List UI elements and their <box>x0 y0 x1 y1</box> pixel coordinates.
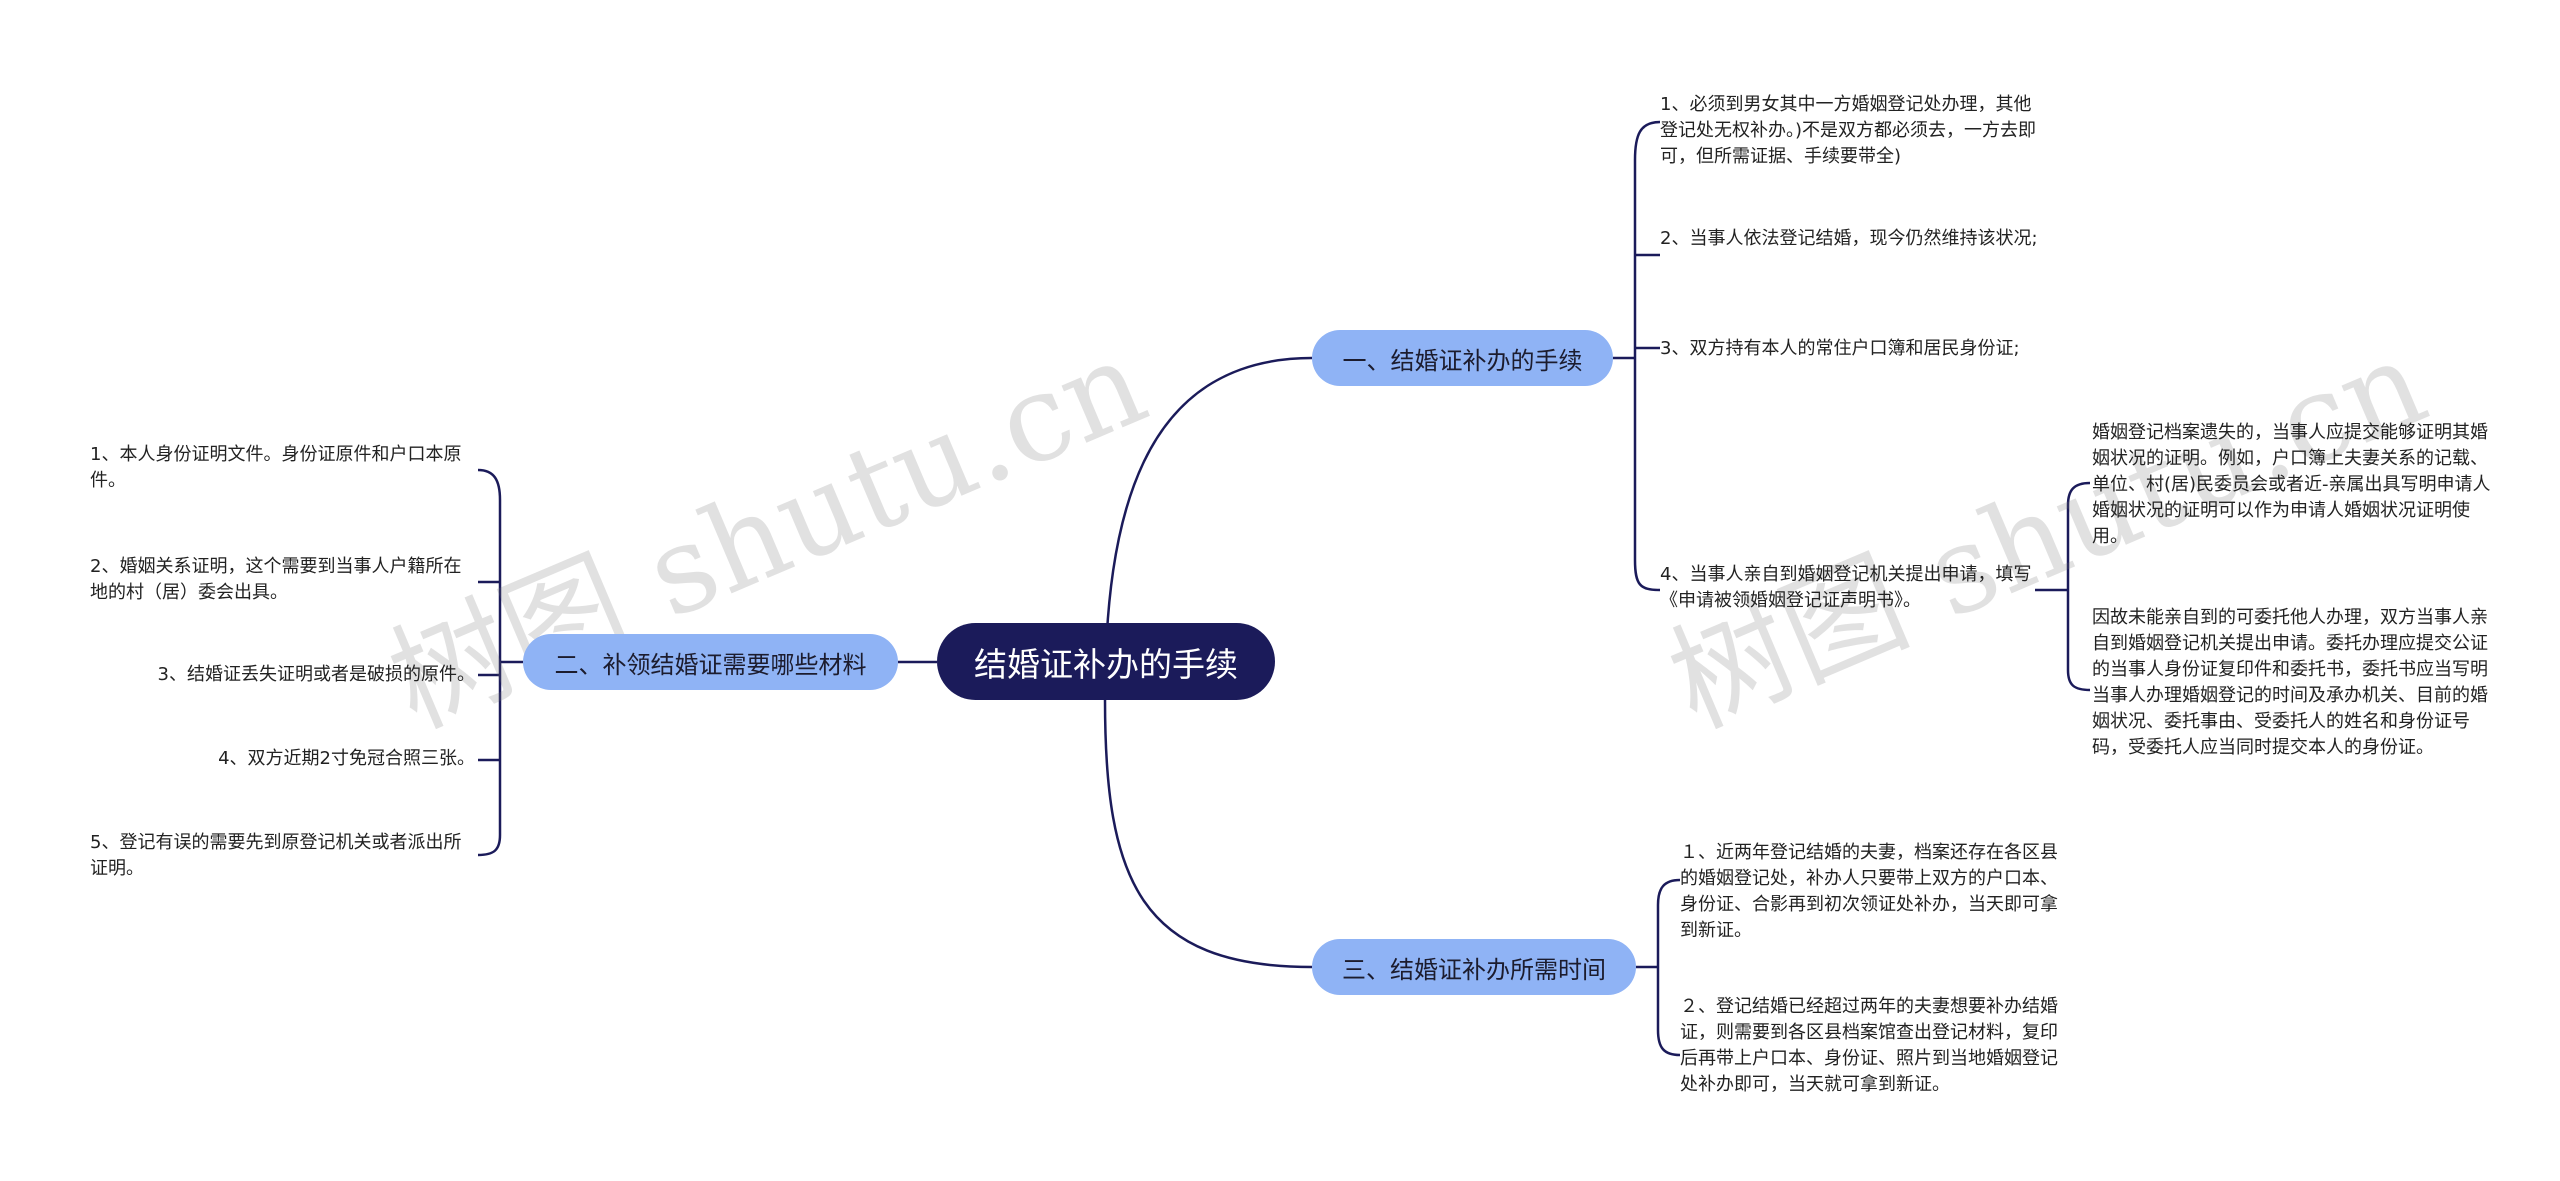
list-item: 1、本人身份证明文件。身份证原件和户口本原件。 <box>90 444 462 491</box>
branch-procedures[interactable]: 一、结婚证补办的手续 <box>1312 330 1613 386</box>
list-item: 1、必须到男女其中一方婚姻登记处办理，其他登记处无权补办。)不是双方都必须去，一… <box>1660 94 2037 167</box>
list-item: 5、登记有误的需要先到原登记机关或者派出所证明。 <box>90 832 462 879</box>
list-item: 因故未能亲自到的可委托他人办理，双方当事人亲自到婚姻登记机关提出申请。委托办理应… <box>2092 607 2488 758</box>
list-item: 3、结婚证丢失证明或者是破损的原件。 <box>157 664 475 685</box>
list-item: 4、双方近期2寸免冠合照三张。 <box>218 748 475 769</box>
list-item: 婚姻登记档案遗失的，当事人应提交能够证明其婚姻状况的证明。例如，户口簿上夫妻关系… <box>2092 422 2491 547</box>
list-item: 2、婚姻关系证明，这个需要到当事人户籍所在地的村（居）委会出具。 <box>90 556 462 603</box>
root-node[interactable]: 结婚证补办的手续 <box>937 623 1275 700</box>
list-item: 4、当事人亲自到婚姻登记机关提出申请，填写《申请被领婚姻登记证声明书》。 <box>1660 564 2032 611</box>
list-item: １、近两年登记结婚的夫妻，档案还存在各区县的婚姻登记处，补办人只要带上双方的户口… <box>1680 842 2058 941</box>
list-item: 3、双方持有本人的常住户口簿和居民身份证; <box>1660 338 2020 359</box>
branch-time-required[interactable]: 三、结婚证补办所需时间 <box>1312 939 1636 995</box>
list-item: 2、当事人依法登记结婚，现今仍然维持该状况; <box>1660 228 2038 249</box>
list-item: ２、登记结婚已经超过两年的夫妻想要补办结婚证，则需要到各区县档案馆查出登记材料，… <box>1680 996 2058 1095</box>
branch-materials[interactable]: 二、补领结婚证需要哪些材料 <box>523 634 898 690</box>
